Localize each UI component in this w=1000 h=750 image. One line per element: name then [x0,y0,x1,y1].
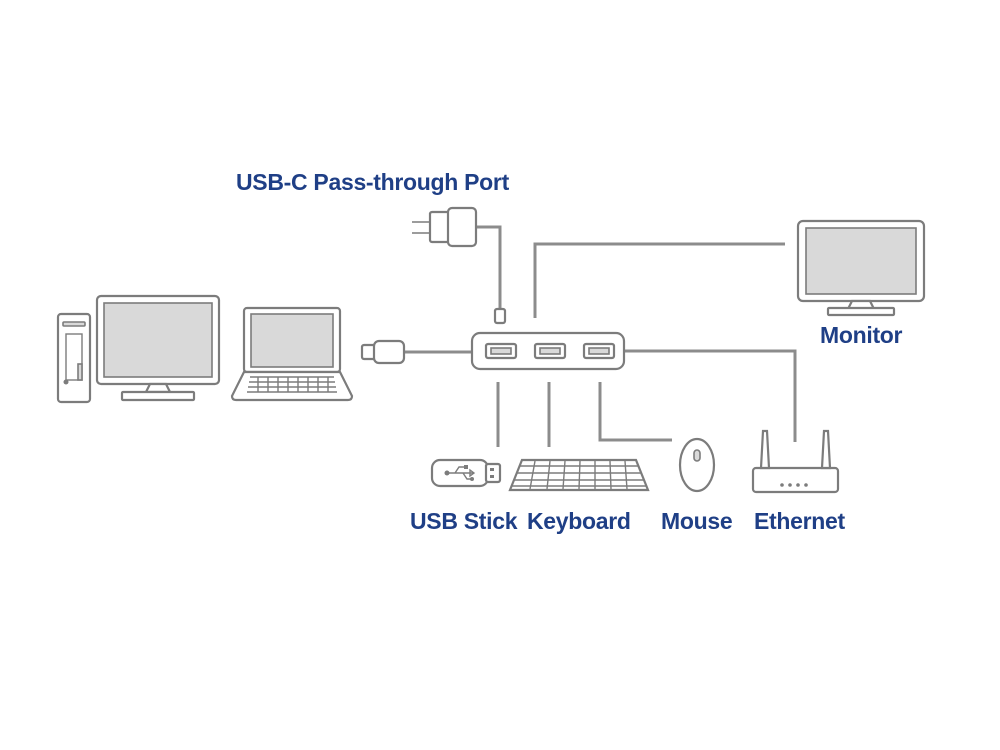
label-keyboard: Keyboard [527,508,631,534]
label-ethernet: Ethernet [754,508,845,534]
power-adapter-icon [412,206,507,325]
monitor-icon [796,219,926,317]
usb-c-plug-icon [360,339,406,365]
usb-stick-icon [430,458,502,488]
label-pass-through-port: USB-C Pass-through Port [236,169,509,195]
router-icon [751,429,840,494]
mouse-icon [678,437,716,493]
usb-hub-icon [470,331,626,371]
desktop-monitor-icon [95,294,221,402]
laptop-icon [230,306,354,402]
label-mouse: Mouse [661,508,733,534]
desktop-tower-icon [56,312,92,404]
line-hub-to-mouse [598,382,672,442]
line-hub-to-monitor [533,242,785,318]
label-usb-stick: USB Stick [410,508,518,534]
keyboard-icon [508,458,650,492]
connection-lines [404,225,797,447]
line-adapter-to-hub [476,225,502,310]
label-monitor: Monitor [820,322,903,348]
line-hub-to-ethernet [624,349,797,442]
